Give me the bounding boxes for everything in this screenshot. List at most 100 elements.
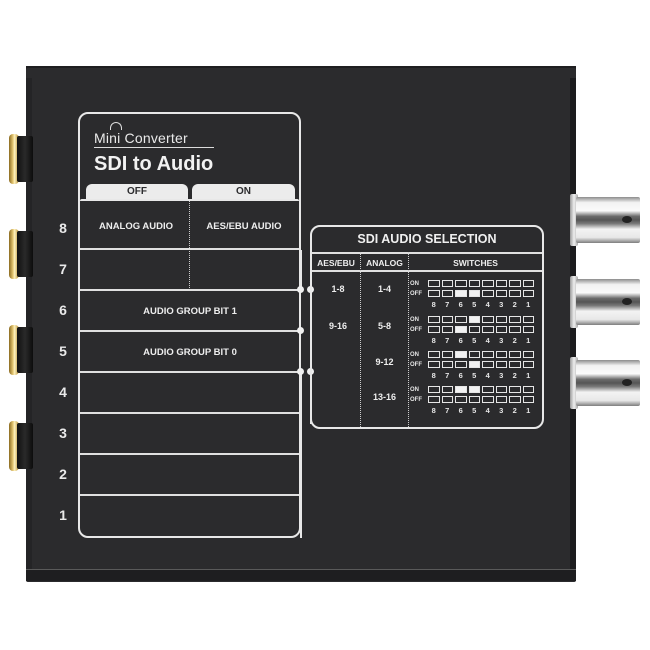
audio-jack-2[interactable]: [9, 229, 33, 279]
dip-switch-cell: [468, 290, 480, 297]
dip-switch-cell: [522, 396, 534, 403]
dip-switch-cell: [522, 316, 534, 323]
switch-number: 2: [512, 300, 517, 309]
analog-range-1: 1-4: [377, 284, 391, 294]
switch-number: 3: [499, 336, 504, 345]
off-switch-row: [428, 396, 534, 403]
dip-switch-cell: [441, 326, 453, 333]
dip-switch-cell: [482, 326, 494, 333]
dip-switch-cell: [455, 361, 467, 368]
dip-switch-cell: [468, 361, 480, 368]
dip-switch-cell: [495, 361, 507, 368]
switch-number: 8: [431, 406, 436, 415]
dip-switch-cell: [522, 280, 534, 287]
legend-row-divider: [80, 371, 302, 373]
switch-number: 4: [485, 300, 490, 309]
dip-switch-cell: [495, 396, 507, 403]
dip-switch-cell: [468, 396, 480, 403]
model-title: SDI to Audio: [94, 153, 214, 175]
selection-header-divider: [312, 270, 542, 272]
legend-row-divider: [80, 289, 302, 291]
switch-number-5: 5: [59, 343, 67, 359]
switch-number: 1: [526, 300, 531, 309]
aes-range-1: 1-8: [331, 284, 345, 294]
switch-number: 1: [526, 371, 531, 380]
audio-jack-3[interactable]: [9, 325, 33, 375]
dip-switch-cell: [428, 396, 440, 403]
off-label: OFF: [410, 291, 422, 297]
legend-grid-top: [80, 199, 299, 201]
dip-switch-cell: [495, 280, 507, 287]
switch-number: 2: [512, 406, 517, 415]
switch-number: 2: [512, 336, 517, 345]
connector-dot: [297, 368, 304, 375]
dip-switch-cell: [522, 326, 534, 333]
column-analog: ANALOG: [366, 258, 403, 268]
dip-switch-cell: [522, 386, 534, 393]
off-switch-row: [428, 361, 534, 368]
on-label: ON: [410, 352, 419, 358]
off-label: OFF: [410, 327, 422, 333]
switch-number: 4: [485, 336, 490, 345]
switch-number-4: 4: [59, 384, 67, 400]
bnc-connector-3[interactable]: [570, 357, 640, 409]
dip-switch-cell: [441, 351, 453, 358]
dip-switch-cell: [468, 316, 480, 323]
switch-number: 5: [472, 336, 477, 345]
column-switches: SWITCHES: [453, 258, 498, 268]
dip-switch-cell: [441, 396, 453, 403]
bnc-connector-2[interactable]: [570, 276, 640, 328]
on-switch-row: [428, 351, 534, 358]
chassis-left-edge: [26, 78, 32, 570]
dip-switch-cell: [509, 280, 521, 287]
switch-number: 5: [472, 300, 477, 309]
dip-switch-cell: [455, 386, 467, 393]
dip-switch-cell: [455, 290, 467, 297]
legend-row-divider: [80, 330, 302, 332]
dip-switch-cell: [482, 361, 494, 368]
switch-number-3: 3: [59, 425, 67, 441]
switch-number: 5: [472, 406, 477, 415]
audio-jack-1[interactable]: [9, 134, 33, 184]
switch-number: 7: [445, 371, 450, 380]
sdi-audio-selection-table: [310, 225, 544, 429]
dip-switch-cell: [509, 326, 521, 333]
switch-number-2: 2: [59, 466, 67, 482]
switch-number: 3: [499, 371, 504, 380]
dip-switch-cell: [428, 386, 440, 393]
legend-row-divider: [80, 494, 299, 496]
legend-column-divider: [189, 201, 190, 290]
analog-range-2: 5-8: [377, 321, 391, 331]
aes-range-2: 9-16: [328, 321, 347, 331]
off-label: OFF: [410, 362, 422, 368]
on-label: ON: [410, 281, 419, 287]
connector-dot: [297, 286, 304, 293]
switch-number: 8: [431, 371, 436, 380]
switch-number: 1: [526, 336, 531, 345]
dip-switch-cell: [509, 386, 521, 393]
dip-switch-cell: [509, 361, 521, 368]
switch-number: 8: [431, 336, 436, 345]
switch-legend-panel: [78, 112, 301, 538]
dip-switch-cell: [428, 326, 440, 333]
dip-switch-cell: [509, 290, 521, 297]
bnc-connector-1[interactable]: [570, 194, 640, 246]
switch8-on-label: AES/EBU AUDIO: [206, 221, 282, 232]
on-label: ON: [410, 387, 419, 393]
dip-switch-cell: [482, 316, 494, 323]
dip-switch-cell: [495, 290, 507, 297]
column-aes-ebu: AES/EBU: [317, 258, 355, 268]
switch-number: 2: [512, 371, 517, 380]
connector-dot: [297, 327, 304, 334]
analog-range-4: 13-16: [372, 392, 397, 402]
dip-switch-cell: [455, 326, 467, 333]
dip-switch-cell: [482, 290, 494, 297]
brand-divider: [94, 147, 214, 148]
audio-jack-4[interactable]: [9, 421, 33, 471]
switch-number: 1: [526, 406, 531, 415]
dip-switch-cell: [455, 351, 467, 358]
